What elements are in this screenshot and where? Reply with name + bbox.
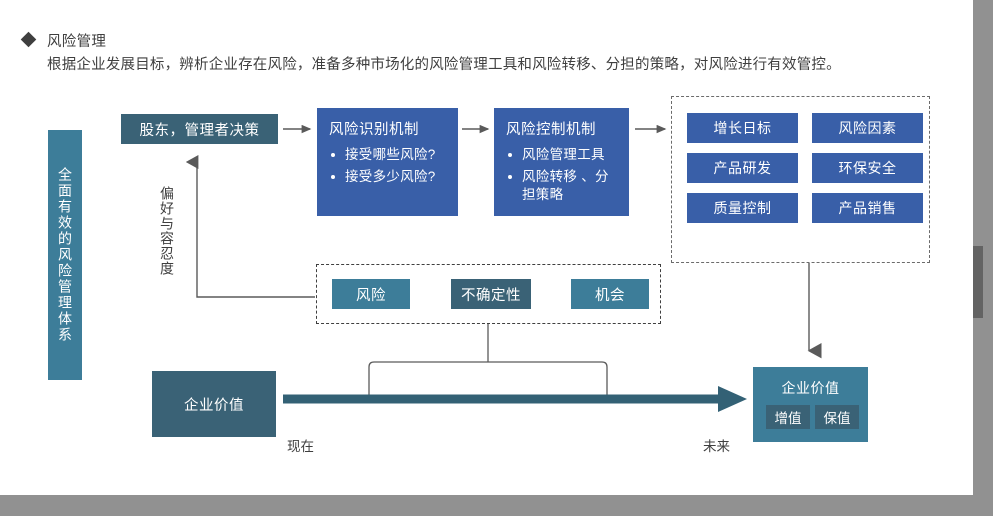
risk-term-box[interactable]: 机会 — [571, 279, 649, 309]
risk-control-box[interactable]: 风险控制机制 风险管理工具 风险转移 、分担策略 — [494, 108, 629, 216]
objective-box[interactable]: 产品研发 — [687, 153, 798, 183]
objective-box[interactable]: 产品销售 — [812, 193, 923, 223]
list-item: 风险转移 、分担策略 — [506, 168, 617, 203]
risk-control-list: 风险管理工具 风险转移 、分担策略 — [506, 146, 617, 203]
slide-canvas: 风险管理 根据企业发展目标，辨析企业存在风险，准备多种市场化的风险管理工具和风险… — [0, 0, 983, 495]
left-vertical-banner: 全面有效的风险管理体系 — [48, 130, 82, 380]
timeline-label-now: 现在 — [287, 439, 314, 454]
objective-box[interactable]: 风险因素 — [812, 113, 923, 143]
risk-term-box[interactable]: 不确定性 — [451, 279, 531, 309]
enterprise-value-future-box[interactable]: 企业价值 增值 保值 — [753, 367, 868, 442]
list-item: 风险管理工具 — [506, 146, 617, 163]
list-item: 接受多少风险? — [329, 168, 446, 185]
page-title: 风险管理 — [47, 34, 107, 50]
risk-identification-box[interactable]: 风险识别机制 接受哪些风险? 接受多少风险? — [317, 108, 458, 216]
timeline-label-future: 未来 — [703, 439, 730, 454]
risk-terms-dashed-group — [316, 264, 661, 324]
risk-identification-list: 接受哪些风险? 接受多少风险? — [329, 146, 446, 186]
value-chip[interactable]: 增值 — [766, 405, 810, 429]
feedback-preference-label: 偏好与容忍度 — [159, 186, 175, 276]
value-chip[interactable]: 保值 — [815, 405, 859, 429]
left-banner-label: 全面有效的风险管理体系 — [57, 167, 73, 343]
objectives-dashed-group — [671, 96, 930, 263]
risk-control-title: 风险控制机制 — [506, 122, 596, 138]
list-item: 接受哪些风险? — [329, 146, 446, 163]
risk-identification-title: 风险识别机制 — [329, 122, 419, 138]
stakeholder-decision-box[interactable]: 股东，管理者决策 — [121, 114, 278, 144]
vertical-scrollbar-thumb[interactable] — [973, 246, 983, 318]
enterprise-value-now-box[interactable]: 企业价值 — [152, 371, 276, 437]
objective-box[interactable]: 质量控制 — [687, 193, 798, 223]
objective-box[interactable]: 增长日标 — [687, 113, 798, 143]
page-description: 根据企业发展目标，辨析企业存在风险，准备多种市场化的风险管理工具和风险转移、分担… — [47, 57, 841, 73]
risk-term-box[interactable]: 风险 — [332, 279, 410, 309]
enterprise-value-future-title: 企业价值 — [781, 380, 840, 396]
objective-box[interactable]: 环保安全 — [812, 153, 923, 183]
